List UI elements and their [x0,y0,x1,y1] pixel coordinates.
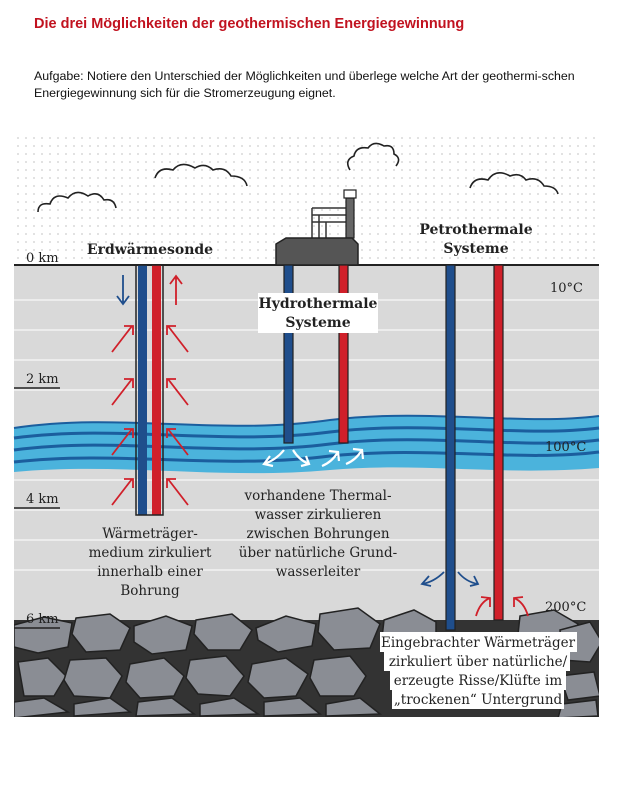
page-title: Die drei Möglichkeiten der geothermische… [34,16,465,32]
erdwaerme-caption-3: innerhalb einer [97,564,203,580]
depth-label-4: 4 km [26,492,59,507]
hydrothermal-wells [283,264,349,444]
erdwaerme-caption-4: Bohrung [120,583,180,599]
hydro-caption-4: über natürliche Grund- [239,545,397,561]
erdwaerme-caption-1: Wärmeträger- [102,526,198,542]
task-text: Aufgabe: Notiere den Unterschied der Mög… [34,69,575,100]
hydro-title-line1: Hydrothermale [259,296,378,312]
erdwaerme-caption-2: medium zirkuliert [89,545,212,561]
depth-label-0: 0 km [26,251,59,266]
depth-label-2: 2 km [26,372,59,387]
petrothermal-wells [445,264,504,631]
fracture-flow-arrows [420,571,529,617]
petro-caption-2: zirkuliert über natürliche/ [389,654,568,670]
temp-label-100: 100°C [545,440,586,455]
cloud-icon [37,142,559,213]
erdwaerme-title: Erdwärmesonde [87,242,213,258]
hydro-caption-2: wasser zirkulieren [255,507,382,523]
petro-caption-1: Eingebrachter Wärmeträger [381,635,576,651]
water-flow-arrows [262,447,365,468]
power-plant-icon [275,189,359,266]
hydro-caption-5: wasserleiter [276,564,361,580]
heat-flow-arrows [111,274,189,506]
hydro-title-line2: Systeme [285,315,350,331]
hydro-caption-3: zwischen Bohrungen [246,526,389,542]
petro-title-line1: Petrothermale [419,222,532,238]
petro-title-line2: Systeme [443,241,508,257]
hydro-caption-1: vorhandene Thermal- [243,488,391,504]
temp-label-200: 200°C [545,600,586,615]
erdwaermesonde-probe [135,264,164,516]
petro-caption-box [380,632,577,709]
temp-label-10: 10°C [550,281,583,296]
petro-caption-4: „trockenen“ Untergrund [394,692,563,708]
depth-label-6: 6 km [26,612,59,627]
petro-caption-3: erzeugte Risse/Klüfte im [394,673,563,689]
